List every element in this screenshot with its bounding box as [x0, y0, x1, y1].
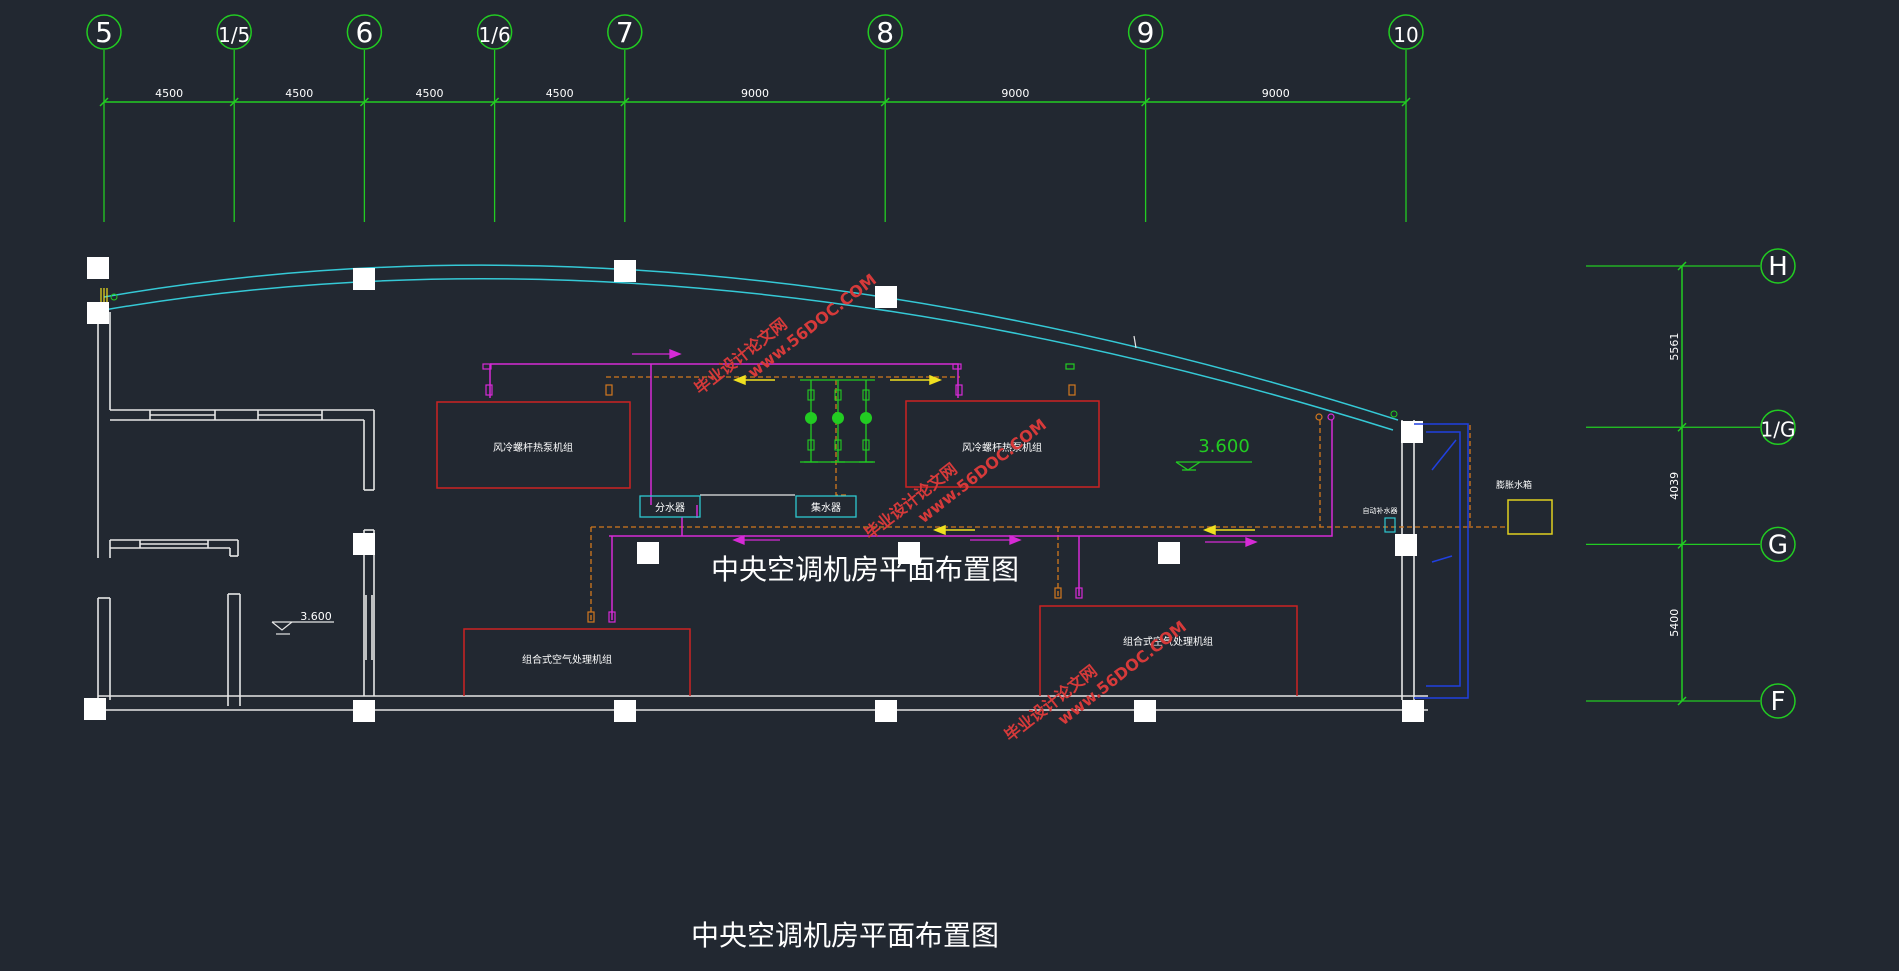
- grid-axis-label: 10: [1393, 23, 1418, 47]
- structural-column: [87, 257, 109, 279]
- grid-axis-top-1-5: 1/5: [216, 14, 252, 222]
- building-walls: [97, 312, 1428, 711]
- grid-axis-label: 1/5: [218, 23, 250, 47]
- pump-symbol: [804, 380, 818, 463]
- structural-column: [84, 698, 106, 720]
- structural-columns: [84, 257, 1424, 722]
- arrow-magenta: [632, 349, 1258, 547]
- flow-arrows: [632, 349, 1258, 547]
- grid-axis-top-10: 10: [1388, 14, 1424, 222]
- dimension-label-top: 9000: [741, 87, 769, 100]
- heat-pump-unit-right-label: 风冷螺杆热泵机组: [962, 441, 1042, 454]
- structural-column: [1402, 700, 1424, 722]
- wall-break-mark: [1133, 335, 1137, 349]
- pump-symbol: [831, 380, 845, 463]
- dimension-label-top: 4500: [416, 87, 444, 100]
- structural-column: [1401, 421, 1423, 443]
- air-handling-unit-left-label: 组合式空气处理机组: [522, 653, 612, 666]
- grid-axis-label: 1/6: [479, 23, 511, 47]
- dimension-label-top: 4500: [546, 87, 574, 100]
- structural-column: [1395, 534, 1417, 556]
- grid-axis-right-F: F: [1586, 683, 1796, 719]
- expansion-tank: 膨胀水箱: [1496, 479, 1553, 535]
- wall-end-mark: [110, 293, 118, 301]
- heat-pump-unit-right: 风冷螺杆热泵机组: [905, 400, 1100, 488]
- inner-drawing-title: 中央空调机房平面布置图: [711, 553, 1019, 586]
- right-axis-grid: H 1/G G F 5561 4039 5400: [1586, 248, 1796, 719]
- elevation-mark-secondary: 3.600: [271, 610, 334, 635]
- wall-end-mark: [1390, 410, 1398, 418]
- dimension-label-right: 5561: [1668, 333, 1681, 361]
- grid-axis-right-1-G: 1/G: [1586, 409, 1796, 446]
- grid-axis-top-6: 6: [346, 14, 383, 222]
- air-handling-unit-right: 组合式空气处理机组: [1039, 605, 1298, 696]
- structural-column: [353, 533, 375, 555]
- dimension-label-top: 4500: [155, 87, 183, 100]
- valve-symbols: [482, 363, 1335, 623]
- grid-axis-right-H: H: [1586, 248, 1796, 284]
- dimension-label-top: 4500: [285, 87, 313, 100]
- air-handling-unit-right-label: 组合式空气处理机组: [1123, 635, 1213, 648]
- grid-axis-label: F: [1771, 687, 1786, 717]
- grid-axis-right-G: G: [1586, 526, 1796, 563]
- expansion-tank-label: 膨胀水箱: [1496, 479, 1532, 491]
- pump-symbol: [859, 380, 873, 463]
- curved-wall: [103, 264, 1399, 431]
- heat-pump-unit-left: 风冷螺杆热泵机组: [436, 401, 631, 489]
- watermark-3: 毕业设计论文网 www.56DOC.COM: [1001, 617, 1190, 745]
- grid-axis-label: 8: [876, 16, 894, 49]
- structural-column: [353, 700, 375, 722]
- structural-column: [875, 286, 897, 308]
- circulation-pumps: [800, 379, 875, 463]
- grid-axis-label: 9: [1137, 16, 1155, 49]
- grid-axis-label: 7: [616, 16, 634, 49]
- structural-column: [614, 700, 636, 722]
- structural-column: [898, 542, 920, 564]
- grid-axis-top-8: 8: [867, 14, 903, 222]
- water-distributor-label: 分水器: [655, 502, 685, 514]
- bottom-drawing-title: 中央空调机房平面布置图: [691, 919, 999, 952]
- top-axis-grid: 5 1/5 6 1/6 7 8 9 10 4500 4500 4500 4500 9000 9000 90…: [86, 14, 1424, 222]
- dimension-label-top: 9000: [1262, 87, 1290, 100]
- dimension-label-right: 4039: [1668, 472, 1681, 500]
- structural-column: [1158, 542, 1180, 564]
- grid-axis-top-7: 7: [607, 14, 643, 222]
- grid-axis-top-5: 5: [86, 14, 122, 222]
- structural-column: [353, 268, 375, 290]
- dimension-label-top: 9000: [1001, 87, 1029, 100]
- elevation-secondary-label: 3.600: [300, 610, 332, 623]
- equipment: 风冷螺杆热泵机组 风冷螺杆热泵机组 组合式空气处理机组 组合式空气处理机组 分水…: [436, 400, 1553, 696]
- water-collector: 集水器: [795, 495, 857, 518]
- grid-axis-top-1-6: 1/6: [476, 14, 513, 222]
- structural-column: [875, 700, 897, 722]
- arrow-yellow-left: [732, 374, 1255, 536]
- grid-axis-label: G: [1768, 530, 1788, 560]
- water-distributor: 分水器: [639, 495, 701, 518]
- auto-water-device-label: 自动补水器: [1363, 506, 1398, 515]
- structural-column: [87, 302, 109, 324]
- structural-column: [614, 260, 636, 282]
- watermark-2: 毕业设计论文网 www.56DOC.COM: [861, 415, 1050, 543]
- heat-pump-unit-left-label: 风冷螺杆热泵机组: [493, 441, 573, 454]
- grid-axis-label: 5: [95, 16, 113, 49]
- watermark-1: 毕业设计论文网 www.56DOC.COM: [691, 270, 880, 398]
- structural-column: [637, 542, 659, 564]
- grid-axis-top-9: 9: [1127, 14, 1164, 222]
- return-pipes: [590, 376, 1506, 620]
- blue-pipes: [1414, 423, 1469, 699]
- grid-axis-label: H: [1768, 252, 1788, 282]
- dimension-label-right: 5400: [1668, 609, 1681, 637]
- grid-axis-label: 1/G: [1761, 417, 1796, 441]
- grid-axis-label: 6: [355, 16, 373, 49]
- water-collector-label: 集水器: [811, 501, 841, 514]
- auto-water-device: 自动补水器: [1363, 506, 1398, 533]
- elevation-main-label: 3.600: [1198, 436, 1250, 457]
- structural-column: [1134, 700, 1156, 722]
- air-handling-unit-left: 组合式空气处理机组: [463, 628, 691, 696]
- elevation-mark-main: 3.600: [1175, 436, 1252, 471]
